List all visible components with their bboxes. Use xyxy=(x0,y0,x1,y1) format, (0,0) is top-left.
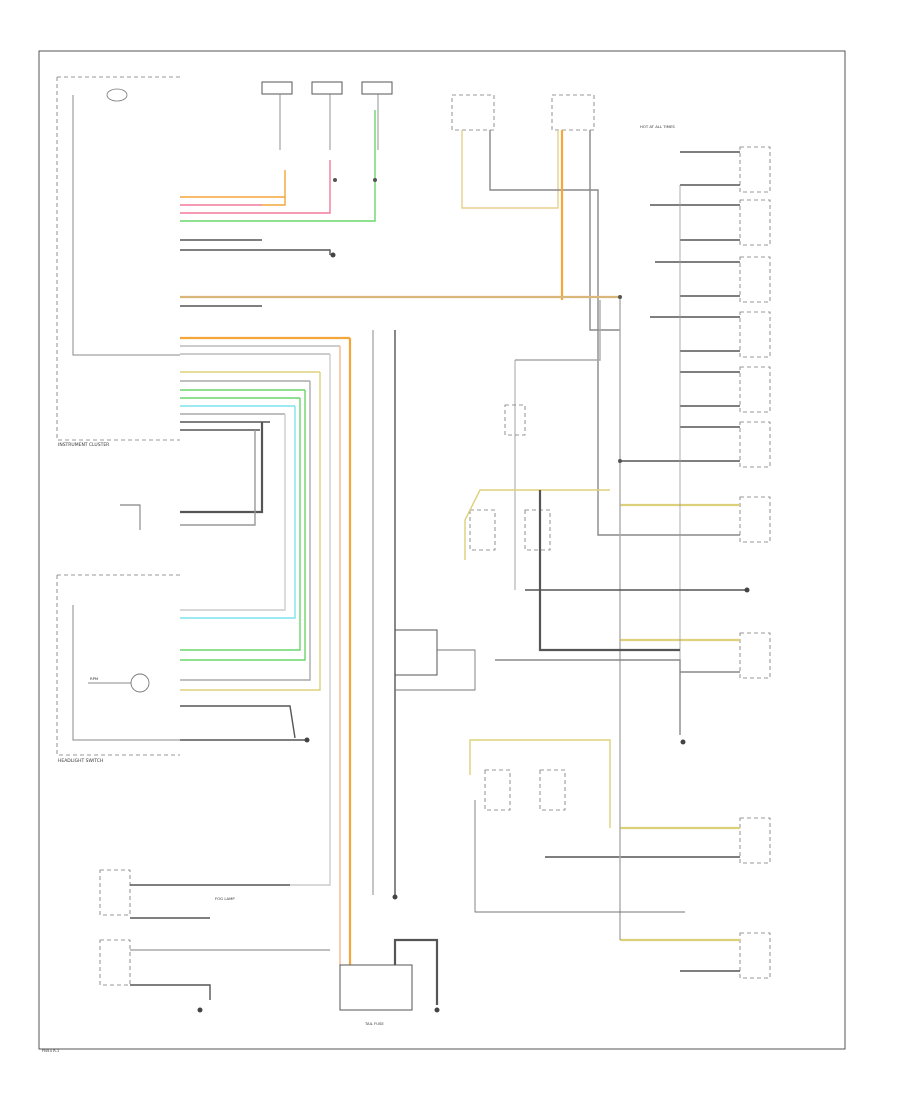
instrument-cluster-outline xyxy=(56,76,180,441)
relay-right-top xyxy=(551,94,595,131)
tail-fuse-label: TAIL FUSE xyxy=(364,1021,384,1026)
lamp-1 xyxy=(739,146,771,193)
instrument-cluster-label: INSTRUMENT CLUSTER xyxy=(58,442,109,448)
headlight-switch-internal xyxy=(72,605,180,741)
lamp-7 xyxy=(739,496,771,543)
ground-point-right-lower xyxy=(680,739,686,745)
mid-switch-1 xyxy=(504,404,526,436)
lamp-2 xyxy=(739,199,771,246)
sensor-box-3 xyxy=(361,81,393,95)
sensor-switch-lines xyxy=(279,94,379,150)
footer-code: FN54 R-1 xyxy=(42,1048,60,1053)
rheostat-symbol xyxy=(130,673,150,693)
relay-link-wire xyxy=(461,130,559,209)
gray-feed-vertical xyxy=(589,130,620,331)
fog-lamp-label: FOG LAMP xyxy=(215,896,235,901)
fog-lamp-left xyxy=(99,869,131,916)
lower-return-wire xyxy=(474,800,685,913)
cluster-lamp-symbol xyxy=(106,88,128,102)
lamp-8 xyxy=(739,632,771,679)
ground-point-fuse xyxy=(434,1007,440,1013)
fuse-box-feed xyxy=(393,938,439,1005)
relay-left-top xyxy=(451,94,495,131)
hot-label: HOT AT ALL TIMES xyxy=(640,124,675,129)
lower-switch-1 xyxy=(484,769,511,811)
splice-b xyxy=(373,178,377,182)
relay-right-feed xyxy=(489,130,680,536)
harness-gray-down xyxy=(180,381,311,681)
lamp-3 xyxy=(739,256,771,303)
ground-point-fog xyxy=(197,1007,203,1013)
harness-green-down-a xyxy=(180,390,306,661)
fog-lamp-right xyxy=(99,939,131,986)
lower-switch-2 xyxy=(539,769,566,811)
wire-pink-up xyxy=(262,160,331,214)
diagram-frame xyxy=(38,50,846,1050)
harness-gray-down-b xyxy=(180,414,286,611)
mid-switch-2 xyxy=(469,509,496,551)
lower-yellow-wire xyxy=(469,739,611,828)
harness-yellow-down xyxy=(180,372,321,691)
dimmer-component xyxy=(120,504,141,530)
fuse-box-bottom xyxy=(339,964,413,1011)
harness-gray-to-foglamp xyxy=(290,354,331,886)
lamp-group-right xyxy=(739,146,771,979)
harness-dark-down xyxy=(180,422,264,514)
wire-green-up xyxy=(262,110,376,222)
cluster-internal-ground xyxy=(72,95,180,356)
headlight-switch-outline xyxy=(56,574,180,756)
lamp-4 xyxy=(739,311,771,358)
wire-orange-up-2 xyxy=(262,197,286,206)
sensor-box-2 xyxy=(311,81,343,95)
harness-cyan-down xyxy=(180,406,296,619)
headlight-switch-label: HEADLIGHT SWITCH xyxy=(58,758,103,764)
center-relay-leads xyxy=(395,649,476,691)
mid-feed-a xyxy=(515,300,601,361)
mid-dark-wire xyxy=(538,490,680,652)
rpm-label: RPM xyxy=(90,676,98,681)
ground-point-center xyxy=(392,894,398,900)
bus-splice-mid xyxy=(618,459,622,463)
lamp-5 xyxy=(739,366,771,413)
splice-a xyxy=(333,178,337,182)
ground-point-top xyxy=(330,252,336,258)
center-relay-box xyxy=(394,629,438,676)
mid-yellow-wire xyxy=(464,489,610,560)
fog-ground-wire xyxy=(130,984,211,1000)
ground-point-right xyxy=(744,587,750,593)
harness-green-down-b xyxy=(180,398,301,651)
lamp-10 xyxy=(739,932,771,979)
mid-lower-wire xyxy=(495,659,681,735)
bus-splice-top xyxy=(618,295,622,299)
wire-ground-stub xyxy=(262,249,331,255)
sensor-box-1 xyxy=(261,81,293,95)
wire-orange-up xyxy=(262,170,286,198)
mid-switch-3 xyxy=(524,509,551,551)
ground-point-hs xyxy=(304,737,310,743)
hs-ground-wire-a xyxy=(180,705,296,739)
lamp-9 xyxy=(739,817,771,864)
lamp-6 xyxy=(739,421,771,468)
harness-dark-down-b xyxy=(180,430,256,526)
